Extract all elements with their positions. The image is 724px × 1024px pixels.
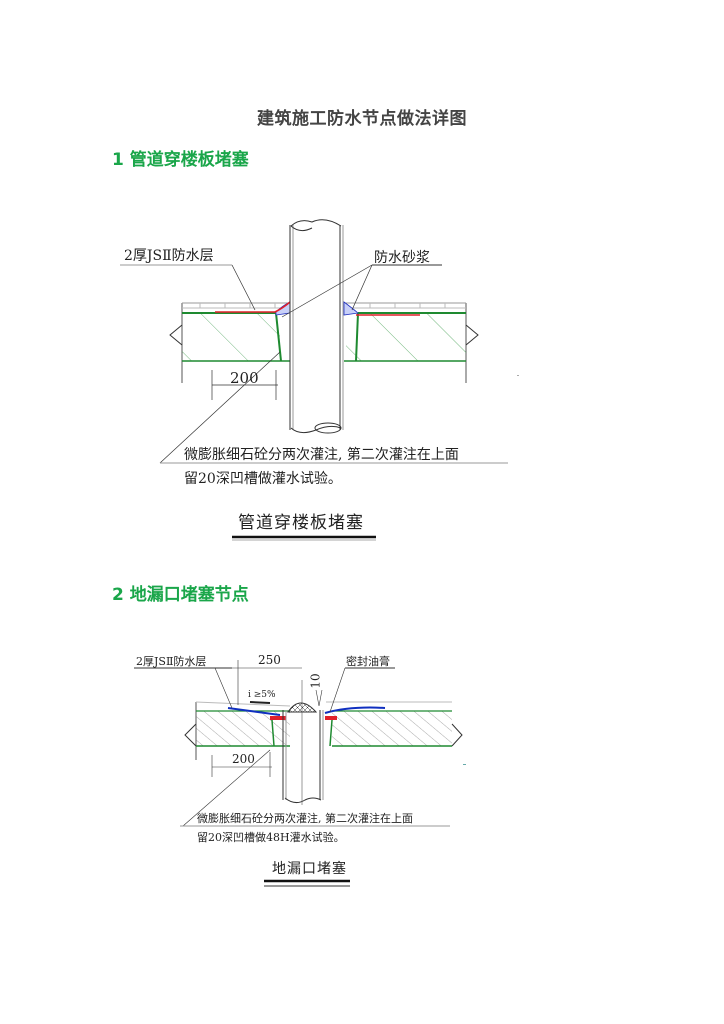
slab-right [343, 301, 479, 383]
dimension-10: 10 [308, 673, 323, 689]
note-line-2: 留20深凹槽做灌水试验。 [184, 471, 342, 487]
dimension-250: 250 [258, 653, 281, 667]
note-line-1: 微膨胀细石砼分两次灌注, 第二次灌注在上面 [184, 447, 459, 463]
label-mortar: 防水砂浆 [374, 250, 430, 266]
label-waterproof-layer-2: 2厚JSⅡ防水层 [136, 655, 207, 668]
label-waterproof-layer-1: 2厚JSⅡ防水层 [124, 248, 214, 264]
label-slope: i ≥5% [248, 690, 276, 700]
section-heading-2: 2 地漏口堵塞节点 [112, 585, 249, 605]
section-heading-1: 1 管道穿楼板堵塞 [112, 150, 249, 170]
diagram-caption-1: 管道穿楼板堵塞 [238, 513, 364, 533]
dimension-200-2: 200 [232, 752, 255, 766]
note-line-3: 微膨胀细石砼分两次灌注, 第二次灌注在上面 [197, 812, 413, 825]
diagram-caption-2: 地漏口堵塞 [272, 861, 347, 877]
pipe-1 [289, 219, 344, 434]
diagram-floor-drain [134, 660, 466, 887]
page-title: 建筑施工防水节点做法详图 [257, 109, 467, 129]
dimension-200-1: 200 [230, 369, 259, 387]
note-line-4: 留20深凹槽做48H灌水试验。 [197, 831, 345, 844]
label-sealant: 密封油膏 [346, 655, 390, 668]
